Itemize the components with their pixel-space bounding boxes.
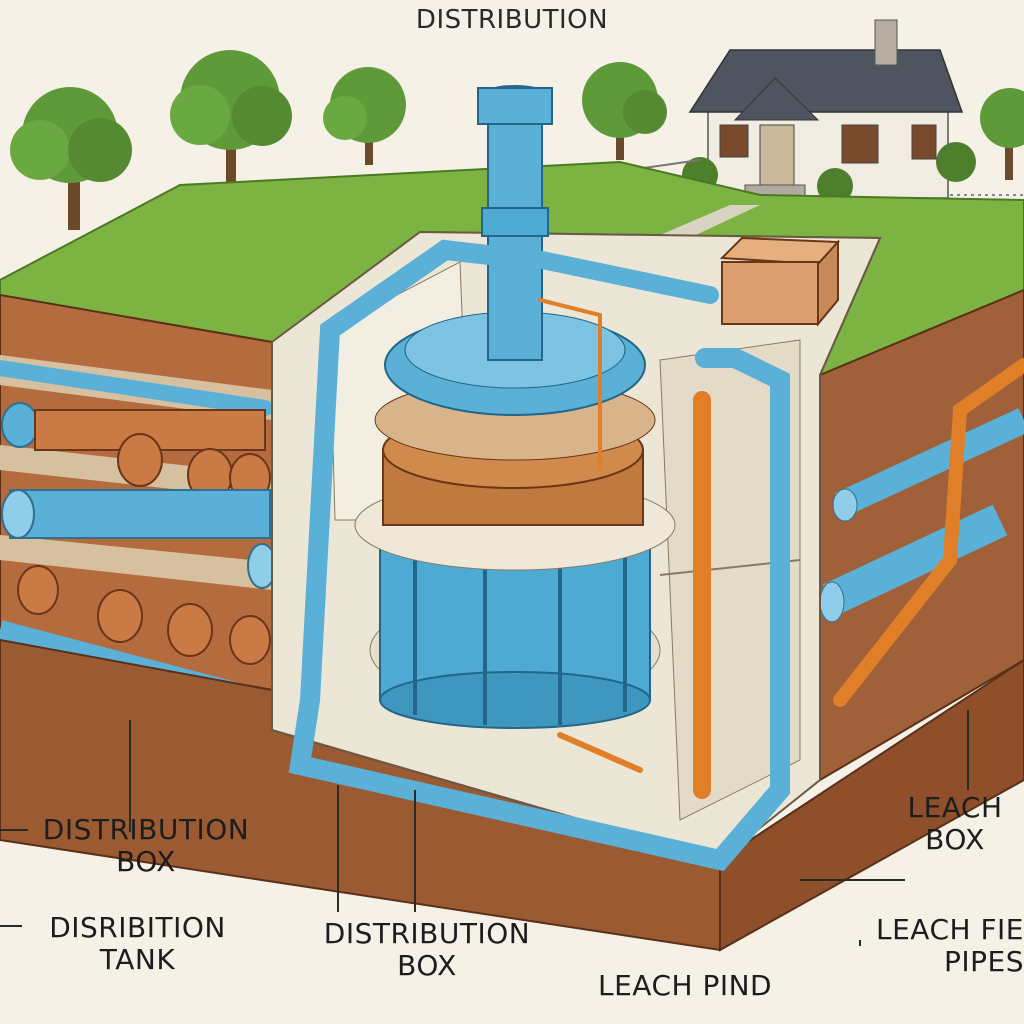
label-leach-box: LEACH BOX — [900, 791, 1010, 857]
label-line: DISTRIBUTION — [323, 917, 531, 950]
label-line: BOX — [925, 823, 985, 857]
label-leach-pind: LEACH PIND — [598, 969, 773, 1002]
septic-tank — [354, 85, 676, 729]
label-line: LEACH FIE — [875, 913, 1024, 946]
label-distribution-box-center: DISTRIBUTION BOX — [312, 917, 542, 983]
label-line: DISRIBITION — [49, 911, 226, 944]
label-line: BOX — [397, 949, 457, 983]
label-leach-field-pipes: LEACH FIE PIPES — [856, 913, 1024, 979]
label-line: PIPES — [944, 945, 1024, 979]
right-pipe-bundle — [819, 358, 1024, 707]
label-line: BOX — [116, 845, 176, 879]
diagram-title: DISTRIBUTION — [415, 5, 609, 35]
house — [629, 19, 1024, 204]
label-line: TANK — [99, 943, 176, 977]
pit-pipes — [288, 239, 790, 872]
leach-box — [719, 236, 841, 327]
label-line: DISTRIBUTION — [42, 813, 250, 846]
label-line: LEACH — [907, 791, 1003, 824]
label-distribution-tank: DISRIBITION TANK — [30, 911, 245, 977]
label-distribution-box-left: DISTRIBUTION BOX — [26, 813, 266, 879]
background-trees — [10, 50, 1024, 230]
leader-lines — [0, 710, 969, 946]
